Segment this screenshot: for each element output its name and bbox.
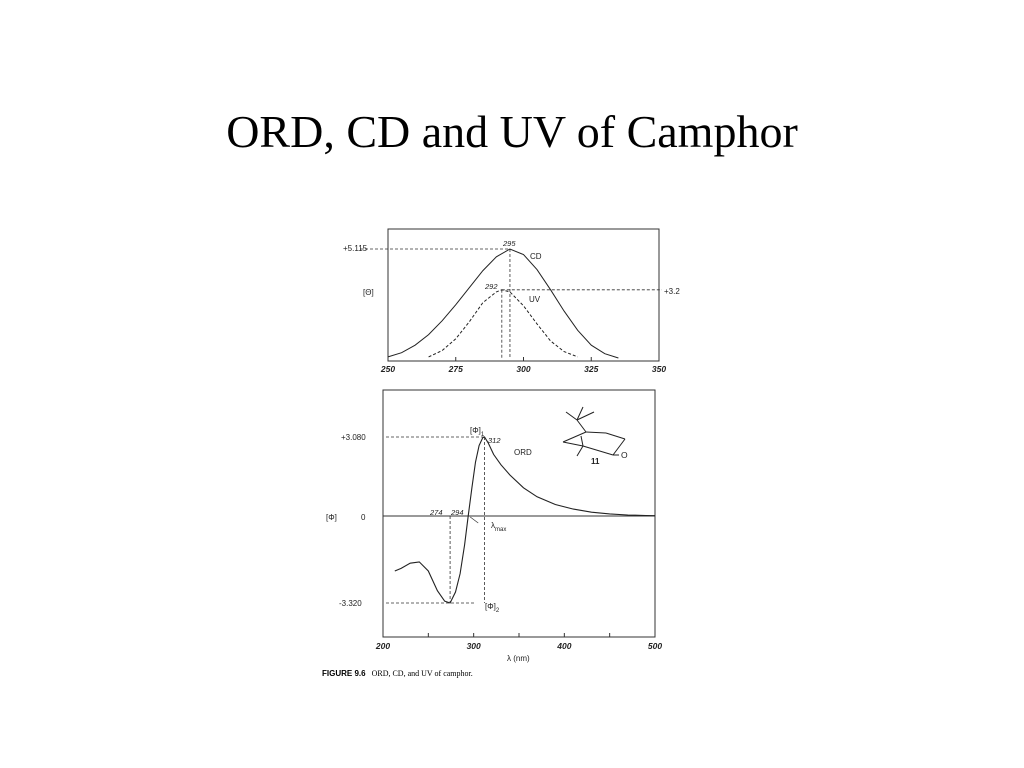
bottom-y-tick-positive: +3.080	[341, 433, 366, 442]
bottom-x-tick-label: 300	[467, 641, 481, 651]
top-x-tick-label: 300	[516, 364, 530, 374]
top-y-marker-left-label: +5.115	[343, 244, 368, 253]
slide-title: ORD, CD and UV of Camphor	[226, 106, 798, 157]
carbonyl-oxygen-label: O	[621, 450, 628, 460]
top-x-tick-label: 250	[380, 364, 395, 374]
top-x-tick-label: 350	[652, 364, 666, 374]
bottom-x-axis-label: λ (nm)	[507, 654, 530, 663]
crossover-x-label: 294	[450, 508, 464, 517]
uv-curve	[428, 289, 578, 358]
top-y-marker-right-label: +3.2	[664, 287, 680, 296]
top-series	[387, 248, 619, 359]
bottom-x-tick-label: 200	[375, 641, 390, 651]
bottom-x-tick-label: 400	[556, 641, 571, 651]
top-guide-lines	[360, 248, 662, 358]
compound-number: 11	[591, 457, 600, 466]
cd-series-label: CD	[530, 252, 542, 261]
top-plot-frame	[387, 228, 660, 362]
uv-peak-label: 292	[484, 282, 498, 291]
bottom-series	[394, 436, 656, 604]
lambda-max-pointer	[470, 516, 479, 524]
bottom-guide-lines	[386, 436, 485, 604]
phi2-label: [Φ]2	[485, 602, 500, 614]
trough-x-label: 274	[429, 508, 443, 517]
bottom-y-tick-negative: -3.320	[339, 599, 362, 608]
ord-chart: 200 300 400 500 +3.080 0 -3.320 [Φ] [Φ]1 31…	[326, 389, 662, 663]
top-x-tick-label: 325	[584, 364, 598, 374]
top-x-ticks: 250 275 300 325 350	[380, 357, 666, 374]
ord-peak-label: 312	[488, 436, 501, 445]
top-x-tick-label: 275	[448, 364, 463, 374]
bottom-x-ticks: 200 300 400 500	[375, 633, 662, 651]
uv-series-label: UV	[529, 295, 541, 304]
cd-peak-label: 295	[502, 239, 516, 248]
phi1-label: [Φ]1	[470, 426, 485, 438]
camphor-structure-image	[562, 406, 626, 457]
ord-curve	[394, 436, 656, 604]
bottom-x-tick-label: 500	[648, 641, 662, 651]
cd-curve	[387, 248, 619, 359]
ord-series-label: ORD	[514, 448, 532, 457]
bottom-y-tick-zero: 0	[361, 513, 366, 522]
bottom-y-axis-label: [Φ]	[326, 513, 337, 522]
lambda-max-label: λmax	[491, 521, 506, 533]
bottom-plot-frame	[382, 389, 656, 638]
top-y-axis-label: [Θ]	[363, 288, 374, 297]
